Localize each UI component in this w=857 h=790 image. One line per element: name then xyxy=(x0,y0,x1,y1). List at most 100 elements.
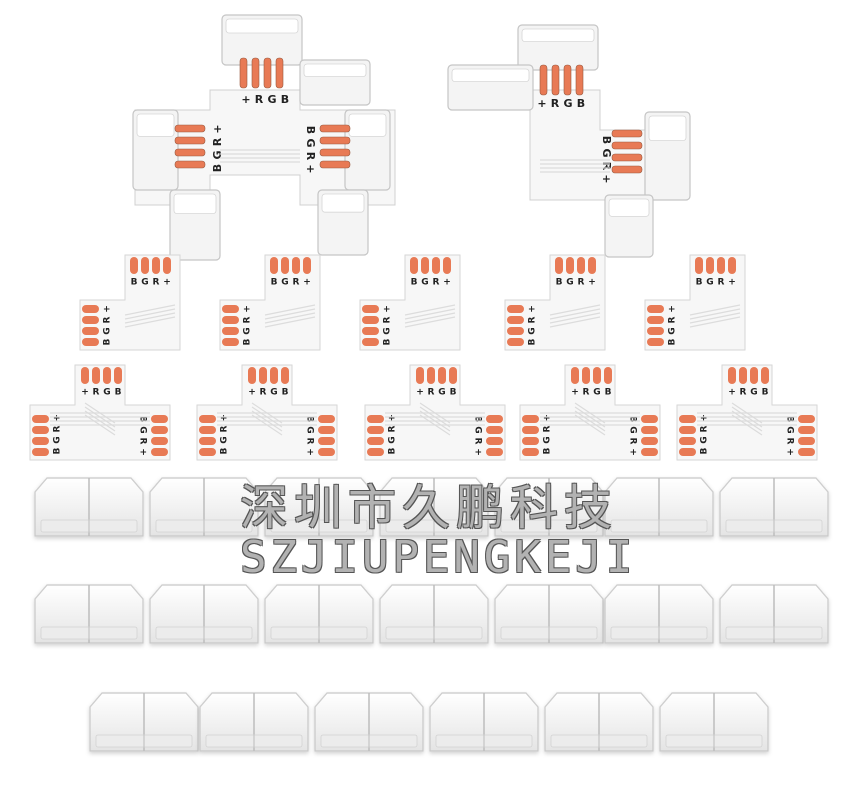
copper-pad xyxy=(641,448,658,456)
clip-bevel xyxy=(494,477,604,493)
clip-bevel xyxy=(719,477,829,493)
pin-label: R xyxy=(304,152,317,161)
copper-pad xyxy=(449,367,457,384)
pin-label: G xyxy=(304,138,317,147)
pin-label: G xyxy=(706,278,713,288)
board-trace xyxy=(574,410,606,432)
copper-pad xyxy=(647,327,664,335)
copper-pad xyxy=(151,426,168,434)
copper-pad xyxy=(32,415,49,423)
board-trace xyxy=(264,308,316,320)
housing-latch xyxy=(608,198,650,217)
pin-label: R xyxy=(700,425,710,432)
board-trace xyxy=(419,402,451,424)
pin-label: G xyxy=(750,388,757,398)
pin-label: + xyxy=(628,448,638,456)
pin-label: + xyxy=(543,414,553,422)
pin-label: B xyxy=(388,447,398,454)
pin-label: + xyxy=(220,414,230,422)
gapless-clip xyxy=(544,692,654,752)
pin-label: G xyxy=(388,436,398,443)
metal-pin xyxy=(611,153,643,162)
copper-pad xyxy=(641,437,658,445)
copper-pad xyxy=(163,257,171,274)
copper-pad xyxy=(679,448,696,456)
copper-pad xyxy=(318,426,335,434)
pin-label: R xyxy=(668,316,678,323)
pin-label: + xyxy=(305,448,315,456)
pin-label: G xyxy=(668,327,678,334)
copper-pad xyxy=(593,367,601,384)
copper-pad xyxy=(103,367,111,384)
clip-bevel xyxy=(379,584,489,600)
pin-label: B xyxy=(785,416,795,423)
metal-pin xyxy=(239,57,248,89)
pin-label: B xyxy=(131,278,138,288)
l-board-substrate xyxy=(644,254,746,351)
board-trace xyxy=(404,312,456,324)
pin-label: G xyxy=(593,388,600,398)
clip-bevel xyxy=(604,584,714,600)
copper-pad xyxy=(82,316,99,324)
copper-pad xyxy=(318,415,335,423)
board-trace xyxy=(731,406,763,428)
copper-pad xyxy=(367,426,384,434)
copper-pad xyxy=(82,327,99,335)
board-trace xyxy=(731,414,763,436)
copper-pad xyxy=(292,257,300,274)
board-trace xyxy=(124,308,176,320)
clip-bevel xyxy=(314,692,424,708)
copper-pad xyxy=(566,257,574,274)
metal-pin xyxy=(251,57,260,89)
board-trace xyxy=(124,312,176,324)
pin-label: + xyxy=(728,278,736,288)
pin-label: B xyxy=(103,338,113,345)
copper-pad xyxy=(367,415,384,423)
pin-label: + xyxy=(163,278,171,288)
pin-label: R xyxy=(473,438,483,445)
metal-pin xyxy=(563,64,572,96)
copper-pad xyxy=(270,257,278,274)
gapless-clip xyxy=(379,584,489,644)
pin-label: G xyxy=(563,97,572,110)
copper-pad xyxy=(367,448,384,456)
board-trace xyxy=(84,402,116,424)
board-trace xyxy=(251,414,283,436)
board-trace xyxy=(251,410,283,432)
pin-label: B xyxy=(138,416,148,423)
pin-label: B xyxy=(700,447,710,454)
gapless-clip xyxy=(149,584,259,644)
copper-pad xyxy=(739,367,747,384)
board-trace xyxy=(549,304,601,316)
metal-pin xyxy=(319,136,351,145)
copper-pad xyxy=(362,316,379,324)
copper-pad xyxy=(270,367,278,384)
pin-label: G xyxy=(141,278,148,288)
pin-label: G xyxy=(700,436,710,443)
copper-pad xyxy=(507,338,524,346)
board-trace xyxy=(549,316,601,328)
copper-pad xyxy=(438,367,446,384)
copper-pad xyxy=(798,448,815,456)
copper-pad xyxy=(151,415,168,423)
copper-pad xyxy=(199,437,216,445)
pin-label: R xyxy=(528,316,538,323)
copper-pad xyxy=(222,316,239,324)
copper-pad xyxy=(522,448,539,456)
pin-label: R xyxy=(433,278,440,288)
pin-label: + xyxy=(785,448,795,456)
pin-label: + xyxy=(388,414,398,422)
pin-label: + xyxy=(528,305,538,313)
pin-label: + xyxy=(571,388,579,398)
pin-label: B xyxy=(605,388,612,398)
copper-pad xyxy=(416,367,424,384)
pin-label: R xyxy=(220,425,230,432)
pin-label: G xyxy=(785,426,795,433)
pin-label: B xyxy=(282,388,289,398)
pin-label: + xyxy=(103,305,113,313)
pin-label: G xyxy=(628,426,638,433)
pin-label: + xyxy=(303,278,311,288)
